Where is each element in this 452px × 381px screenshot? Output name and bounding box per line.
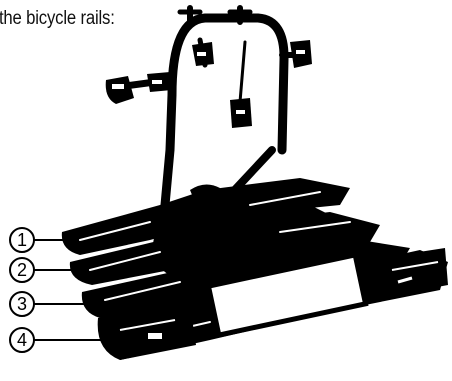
callout-1-label: 1: [17, 230, 27, 250]
callout-3: 3: [10, 292, 90, 316]
callout-4: 4: [10, 328, 102, 352]
callout-2: 2: [10, 258, 74, 282]
callout-4-label: 4: [17, 330, 27, 350]
callout-3-label: 3: [17, 294, 27, 314]
callout-1: 1: [10, 228, 66, 252]
callout-2-label: 2: [17, 260, 27, 280]
